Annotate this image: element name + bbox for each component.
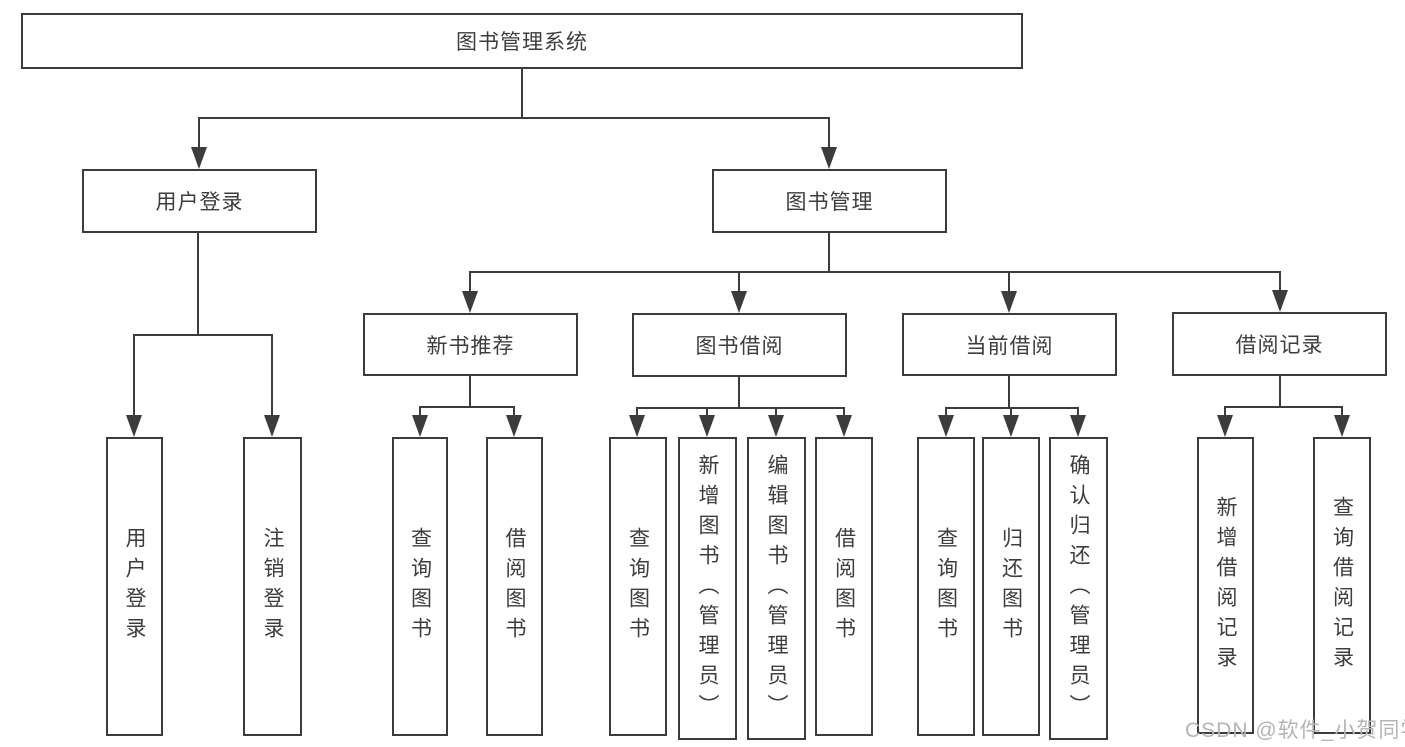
node-label: 新书推荐	[426, 334, 515, 358]
node-label: 借阅记录	[1235, 334, 1324, 357]
connector-arrow	[126, 415, 142, 437]
connector-line	[419, 406, 421, 417]
connector-line	[636, 407, 845, 409]
connector-arrow	[731, 291, 747, 313]
node-newbook-borrow-books: 借阅图书	[486, 437, 543, 736]
connector-line	[636, 407, 638, 417]
node-logout: 注销登录	[243, 437, 302, 736]
connector-line	[775, 407, 777, 417]
connector-arrow	[1001, 291, 1017, 313]
node-label: 图书管理	[785, 191, 874, 214]
connector-arrow	[412, 415, 428, 437]
node-label: 归还图书	[999, 526, 1023, 647]
connector-line	[1008, 271, 1010, 292]
node-label: 编辑图书（管理员）	[765, 453, 788, 724]
node-label: 用户登录	[155, 191, 244, 214]
node-label: 新增图书（管理员）	[696, 453, 719, 724]
connector-line	[271, 334, 273, 416]
node-user-login: 用户登录	[82, 169, 317, 233]
connector-arrow	[1217, 415, 1233, 437]
node-newbook-query-books: 查询图书	[392, 437, 448, 736]
connector-line	[1224, 406, 1226, 417]
node-label: 新增借阅记录	[1214, 495, 1237, 676]
node-label: 注销登录	[261, 526, 284, 647]
connector-line	[945, 407, 1079, 409]
node-label: 查询图书	[934, 526, 958, 647]
connector-line	[738, 271, 740, 292]
connector-line	[843, 407, 845, 417]
connector-line	[198, 117, 830, 119]
node-label: 查询图书	[408, 526, 432, 647]
connector-line	[197, 233, 199, 336]
node-borrow-query-books: 查询图书	[609, 437, 667, 736]
connector-line	[1279, 271, 1281, 291]
connector-line	[738, 377, 740, 408]
connector-arrow	[768, 415, 784, 437]
connector-line	[469, 271, 471, 292]
connector-arrow	[1070, 415, 1086, 437]
connector-line	[521, 69, 523, 118]
connector-arrow	[506, 415, 522, 437]
node-current-query-books: 查询图书	[917, 437, 975, 736]
connector-arrow	[191, 147, 207, 169]
node-book-management: 图书管理	[712, 169, 947, 233]
connector-arrow	[462, 291, 478, 313]
connector-arrow	[836, 415, 852, 437]
connector-line	[1008, 376, 1010, 408]
connector-line	[198, 117, 200, 149]
connector-arrow	[821, 147, 837, 169]
node-new-book-recommendation: 新书推荐	[363, 313, 578, 376]
node-borrow-add-books-admin: 新增图书（管理员）	[678, 437, 737, 740]
node-current-borrowing: 当前借阅	[902, 313, 1117, 376]
node-borrow-borrow-books: 借阅图书	[815, 437, 873, 736]
connector-line	[1010, 407, 1012, 417]
node-library-management-system: 图书管理系统	[21, 13, 1023, 69]
connector-arrow	[629, 415, 645, 437]
node-label: 图书管理系统	[456, 31, 588, 54]
connector-line	[706, 407, 708, 417]
watermark: CSDN @软件_小贺同学	[1185, 719, 1405, 742]
node-label: 借阅图书	[503, 526, 526, 647]
connector-arrow	[938, 415, 954, 437]
node-label: 确认归还（管理员）	[1067, 453, 1090, 724]
node-book-borrowing: 图书借阅	[632, 313, 847, 377]
node-borrow-edit-books-admin: 编辑图书（管理员）	[747, 437, 806, 740]
node-records-query-record: 查询借阅记录	[1313, 437, 1371, 734]
node-label: 查询借阅记录	[1330, 495, 1354, 676]
node-label: 图书借阅	[695, 335, 784, 358]
node-borrowing-records: 借阅记录	[1172, 312, 1387, 376]
connector-line	[1341, 406, 1343, 417]
connector-line	[133, 334, 273, 336]
connector-line	[513, 406, 515, 417]
connector-line	[469, 271, 1281, 273]
connector-arrow	[699, 415, 715, 437]
connector-line	[469, 376, 471, 408]
connector-line	[419, 406, 515, 408]
connector-line	[945, 407, 947, 417]
connector-line	[133, 334, 135, 416]
node-label: 当前借阅	[965, 334, 1054, 358]
connector-line	[828, 117, 830, 149]
connector-line	[1279, 376, 1281, 407]
connector-line	[1224, 406, 1342, 408]
connector-arrow	[1334, 415, 1350, 437]
node-current-confirm-return-admin: 确认归还（管理员）	[1049, 437, 1108, 740]
connector-line	[828, 233, 830, 273]
node-label: 用户登录	[123, 526, 146, 647]
connector-line	[1077, 407, 1079, 417]
connector-arrow	[264, 415, 280, 437]
node-current-return-books: 归还图书	[982, 437, 1040, 736]
connector-arrow	[1272, 290, 1288, 312]
node-user-login-leaf: 用户登录	[106, 437, 163, 736]
node-label: 借阅图书	[832, 526, 856, 647]
node-label: 查询图书	[626, 526, 650, 647]
node-records-add-record: 新增借阅记录	[1197, 437, 1254, 734]
connector-arrow	[1003, 415, 1019, 437]
